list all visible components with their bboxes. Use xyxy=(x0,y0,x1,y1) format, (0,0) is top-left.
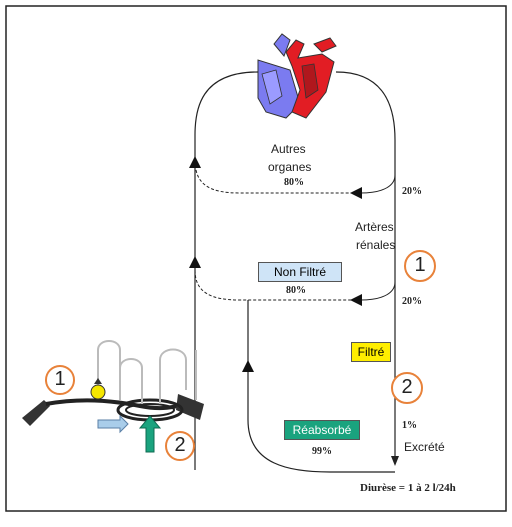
label-excrete: Excrété xyxy=(404,440,445,454)
nephron-icon xyxy=(22,340,204,453)
pct-autres-80: 80% xyxy=(284,177,304,188)
arrow-up-1 xyxy=(189,156,201,168)
pct-reabsorbe-99: 99% xyxy=(312,446,332,457)
pct-non-filtre-80: 80% xyxy=(286,285,306,296)
label-diurese: Diurèse = 1 à 2 l/24h xyxy=(360,482,456,494)
pct-mid-20: 20% xyxy=(402,296,422,307)
reabsorbe-box: Réabsorbé xyxy=(284,420,360,440)
marker-ring-2-right xyxy=(391,372,423,404)
non-filtre-solid xyxy=(359,281,396,301)
marker-ring-1-left xyxy=(45,365,75,395)
autres-organes-solid xyxy=(359,174,396,194)
marker-1-left: 1 xyxy=(54,368,66,390)
heart-icon xyxy=(257,33,337,119)
label-organes: organes xyxy=(268,160,312,174)
filtre-box: Filtré xyxy=(351,342,391,362)
outer-frame xyxy=(5,5,507,512)
arrow-up-3 xyxy=(242,360,254,372)
excrete-arrow xyxy=(391,456,399,466)
non-filtre-loop xyxy=(194,269,360,301)
pct-top-20: 20% xyxy=(402,186,422,197)
marker-ring-2-left xyxy=(165,431,195,461)
arrow-left-2 xyxy=(350,294,362,306)
label-arteres: Artères xyxy=(355,220,394,234)
circulation-top-arc xyxy=(194,71,259,470)
arrow-left-1 xyxy=(350,187,362,199)
aorta-line xyxy=(335,71,396,462)
pct-excrete-1: 1% xyxy=(402,420,417,431)
reabsorbe-loop xyxy=(247,300,395,473)
marker-2-left: 2 xyxy=(174,434,186,456)
label-renales: rénales xyxy=(356,238,396,252)
marker-1-right: 1 xyxy=(414,254,426,276)
arrow-up-2 xyxy=(189,256,201,268)
marker-ring-1-right xyxy=(404,250,436,282)
marker-2-right: 2 xyxy=(401,376,413,398)
label-autres: Autres xyxy=(271,142,306,156)
non-filtre-box: Non Filtré xyxy=(258,262,342,282)
